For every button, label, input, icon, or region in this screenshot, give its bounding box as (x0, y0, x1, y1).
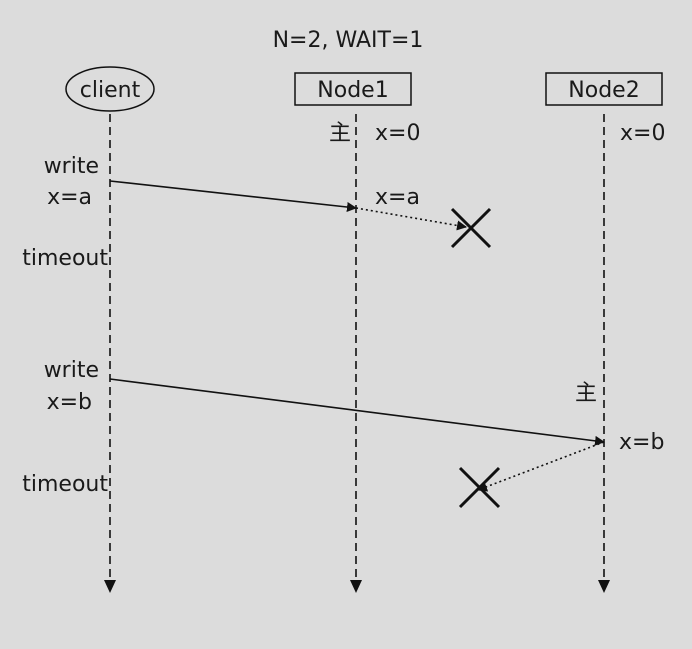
replicate1-failed-arrow (355, 207, 467, 231)
node2-primary-marker: 主 (575, 381, 597, 406)
client-label: client (80, 78, 141, 103)
node2-box (545, 72, 663, 106)
write1-message-arrow (109, 180, 357, 212)
node2-initial-value: x=0 (620, 121, 665, 146)
node1-label: Node1 (317, 78, 388, 103)
write2-value: x=b (47, 390, 92, 415)
node2-lifeline-arrowhead (598, 580, 610, 593)
node2-label: Node2 (568, 78, 639, 103)
timeout1-label: timeout (22, 246, 108, 271)
node1-box (294, 72, 412, 106)
write1-value: x=a (47, 185, 92, 210)
replicate2-failed-arrow (477, 441, 605, 492)
failure-cross-2-icon (458, 466, 501, 509)
failure-cross-1-icon (450, 207, 492, 249)
write2-message-arrow (109, 378, 605, 446)
node1-initial-value: x=0 (375, 121, 420, 146)
timeout2-label: timeout (22, 472, 108, 497)
diagram-title: N=2, WAIT=1 (273, 28, 424, 53)
write2-label: write (44, 358, 99, 383)
client-lifeline-arrowhead (104, 580, 116, 593)
node1-lifeline-arrowhead (350, 580, 362, 593)
node1-primary-marker: 主 (329, 121, 351, 146)
node1-replicate-label: x=a (375, 185, 420, 210)
client-ellipse (65, 66, 155, 112)
write1-label: write (44, 154, 99, 179)
node2-new-value: x=b (619, 430, 664, 455)
